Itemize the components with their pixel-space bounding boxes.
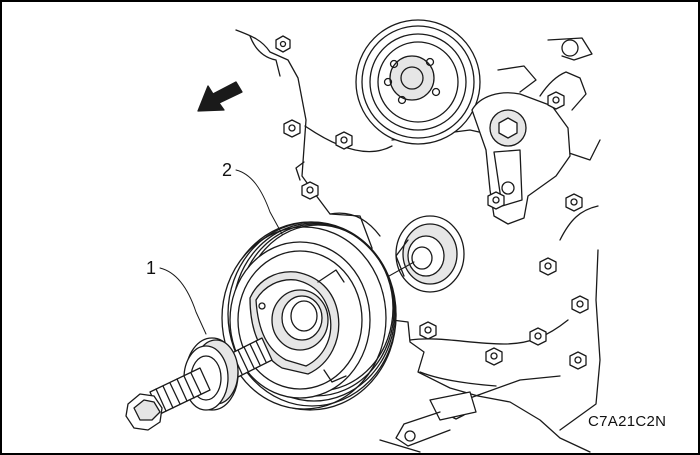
direction-arrow-icon (197, 81, 243, 112)
puller-tool (125, 337, 273, 431)
upper-pulley (355, 19, 481, 145)
callout-1-label: 1 (146, 258, 157, 278)
belt-tensioner (471, 37, 593, 225)
figure-code: C7A21C2N (588, 413, 667, 430)
crankshaft-pulley (221, 221, 397, 411)
crankshaft-nose (395, 215, 465, 293)
lower-bracket (379, 391, 477, 453)
callout-2-label: 2 (222, 160, 233, 180)
callout-leaders (159, 169, 283, 335)
